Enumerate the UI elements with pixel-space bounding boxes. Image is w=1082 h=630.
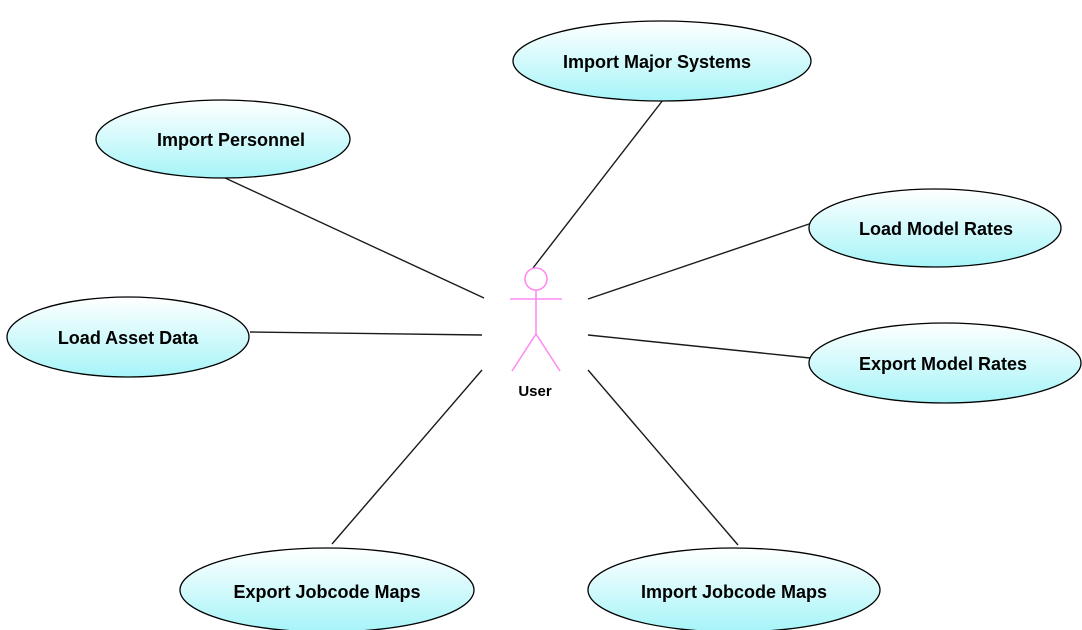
use-case-label: Import Jobcode Maps (641, 582, 827, 602)
association-export-jobcode-maps (331, 369, 483, 545)
use-case-label: Import Personnel (157, 130, 305, 150)
association-load-model-rates (587, 222, 813, 300)
use-case-label: Export Model Rates (859, 354, 1027, 374)
association-import-jobcode-maps (587, 369, 739, 546)
association-import-personnel (222, 176, 485, 299)
use-case-export-jobcode-maps[interactable]: Export Jobcode Maps (179, 547, 475, 630)
association-import-major-systems (532, 99, 664, 269)
associations (222, 99, 813, 546)
use-case-load-asset-data[interactable]: Load Asset Data (6, 296, 250, 378)
use-case-load-model-rates[interactable]: Load Model Rates (808, 188, 1062, 268)
actor-user[interactable]: User (510, 267, 562, 400)
use-case-label: Export Jobcode Maps (233, 582, 420, 602)
actor-label: User (518, 383, 552, 400)
use-case-import-jobcode-maps[interactable]: Import Jobcode Maps (587, 547, 881, 630)
association-load-asset-data (249, 331, 483, 336)
use-case-label: Load Asset Data (58, 328, 199, 348)
association-export-model-rates (587, 334, 811, 359)
use-case-import-major-systems[interactable]: Import Major Systems (512, 20, 812, 102)
use-case-import-personnel[interactable]: Import Personnel (95, 99, 351, 179)
use-case-label: Import Major Systems (563, 52, 751, 72)
use-case-label: Load Model Rates (859, 219, 1013, 239)
use-case-export-model-rates[interactable]: Export Model Rates (808, 322, 1082, 404)
stick-figure-icon (510, 267, 562, 372)
